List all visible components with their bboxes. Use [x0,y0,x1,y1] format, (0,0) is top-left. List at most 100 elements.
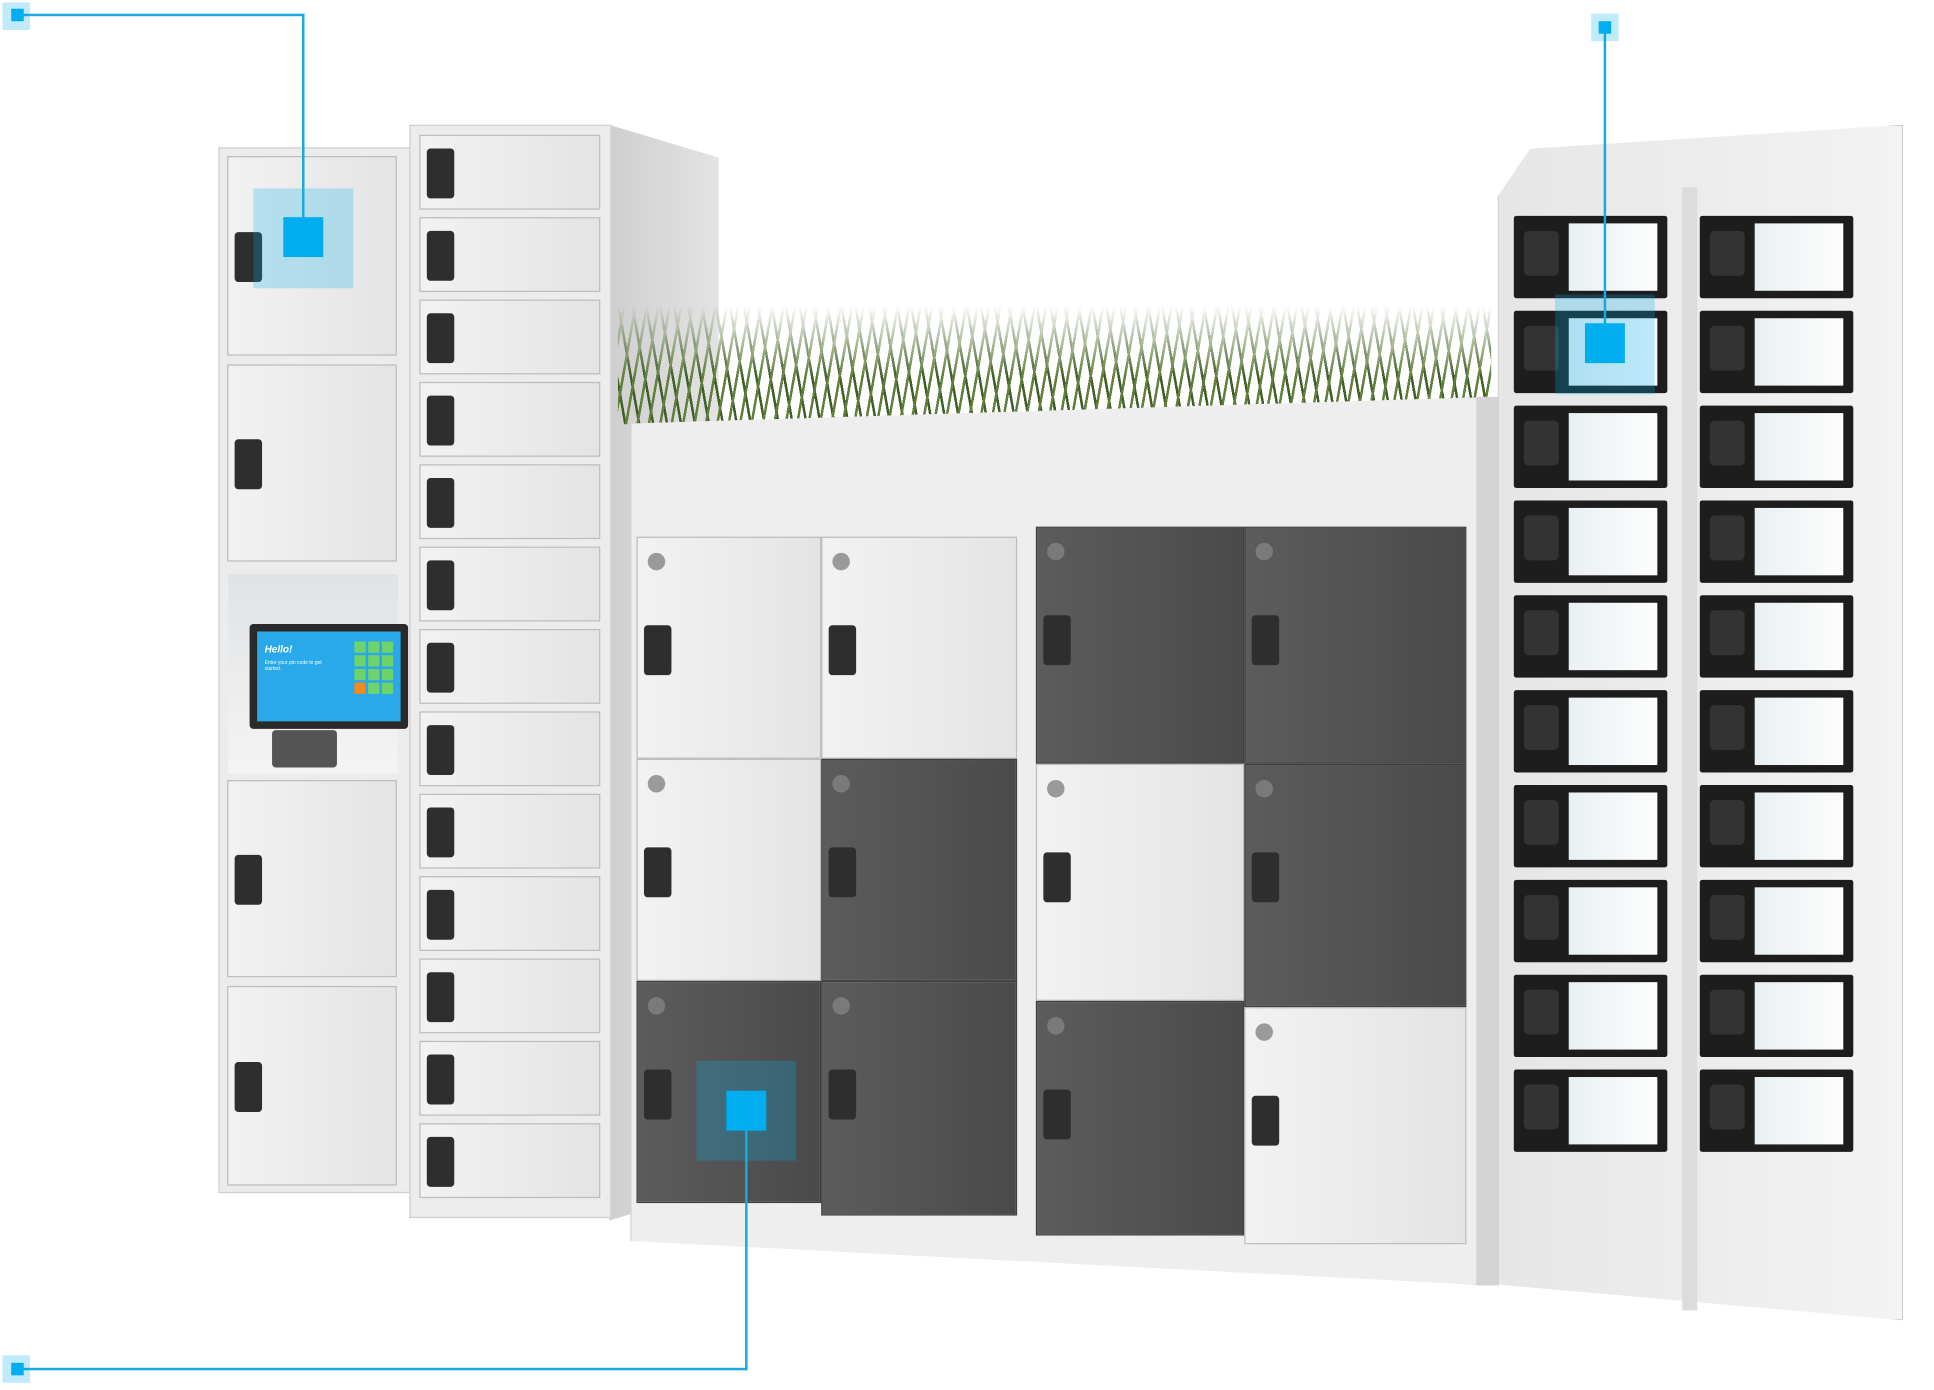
card-reader-icon [1709,989,1745,1035]
locker-door[interactable] [1035,526,1245,764]
card-reader-icon [1523,420,1559,466]
charging-compartment[interactable] [1513,879,1668,963]
keypad-lock-icon [1251,1095,1280,1146]
charging-compartment[interactable] [1699,784,1854,868]
indicator-light-icon [1047,542,1065,561]
keypad-lock-icon [643,847,672,898]
indicator-light-icon [1255,1023,1273,1041]
locker-door[interactable] [419,628,601,704]
locker-door[interactable] [227,364,397,562]
keypad-lock-icon [426,477,455,528]
charging-compartment[interactable] [1513,974,1668,1058]
callout-1-marker[interactable] [283,217,324,258]
charging-compartment[interactable] [1699,974,1854,1058]
card-reader-icon [1523,515,1559,561]
locker-door[interactable] [419,711,601,787]
locker-door[interactable] [227,780,397,978]
kiosk-screen[interactable]: Hello! Enter your pin code to get starte… [249,624,409,729]
keypad-lock-icon [643,625,672,676]
locker-door[interactable] [419,546,601,622]
locker-door[interactable] [419,464,601,540]
keypad-lock-icon [426,1054,455,1105]
locker-door[interactable] [1035,763,1245,1001]
compartment-window [1568,413,1658,481]
card-reader-icon [1523,610,1559,656]
keypad-lock-icon [426,230,455,281]
card-reader-icon [1709,799,1745,845]
locker-door[interactable] [1244,763,1467,1008]
callout-2-marker[interactable] [1584,323,1625,364]
charging-compartment[interactable] [1699,595,1854,678]
keypad-lock-icon [1251,852,1280,903]
kiosk-keypad[interactable] [354,641,394,694]
charging-compartment[interactable] [1513,595,1668,678]
charging-compartment[interactable] [1699,405,1854,488]
compartment-window [1754,507,1844,576]
right-tower-divider [1682,187,1698,1311]
callout-3-marker[interactable] [726,1090,767,1131]
charging-compartment[interactable] [1513,1069,1668,1152]
card-reader-icon [1709,705,1745,751]
charging-compartment[interactable] [1513,405,1668,488]
indicator-light-icon [1047,780,1065,798]
compartment-window [1754,413,1844,481]
keypad-lock-icon [426,560,455,611]
locker-door[interactable] [419,876,601,951]
callout-3-anchor-dot [11,1362,24,1376]
locker-door[interactable] [821,536,1018,759]
locker-door[interactable] [419,217,601,293]
card-reader-icon [1709,420,1745,466]
charging-compartment[interactable] [1699,879,1854,963]
charging-compartment[interactable] [1699,215,1854,299]
keypad-lock-icon [828,1069,857,1120]
keypad-lock-icon [1043,615,1071,666]
callout-3-line [17,1367,748,1371]
compartment-window [1754,318,1844,386]
charging-compartment[interactable] [1513,690,1668,773]
indicator-light-icon [832,552,850,571]
callout-2-anchor-dot [1598,21,1612,34]
indicator-light-icon [1255,780,1273,798]
card-reader-icon [1523,894,1559,940]
locker-door[interactable] [636,758,822,981]
keypad-lock-icon [234,439,263,490]
indicator-light-icon [647,997,666,1015]
locker-door[interactable] [419,1040,601,1116]
keypad-lock-icon [426,313,455,364]
indicator-light-icon [832,997,850,1015]
charging-compartment[interactable] [1699,690,1854,773]
locker-door[interactable] [227,985,397,1186]
keypad-lock-icon [426,642,455,693]
charging-compartment[interactable] [1513,784,1668,868]
locker-door[interactable] [419,134,601,210]
kiosk-greeting: Hello! [264,643,293,656]
locker-door[interactable] [419,1123,601,1199]
locker-door[interactable] [1244,526,1467,764]
locker-door[interactable] [419,793,601,869]
kiosk-prompt: Enter your pin code to get started. [264,658,322,672]
locker-door[interactable] [636,536,822,759]
card-reader-icon [1523,230,1559,276]
charging-compartment[interactable] [1699,310,1854,394]
keypad-lock-icon [234,1062,263,1112]
charging-compartment[interactable] [1699,500,1854,583]
locker-door[interactable] [1035,1000,1245,1236]
keypad-lock-icon [643,1069,672,1120]
locker-door[interactable] [821,980,1018,1216]
callout-1-anchor-dot [11,8,24,22]
locker-door[interactable] [419,958,601,1034]
keypad-lock-icon [426,1136,455,1187]
compartment-window [1754,792,1844,860]
locker-door[interactable] [419,381,601,457]
keypad-lock-icon [234,854,263,905]
locker-door[interactable] [821,758,1018,981]
compartment-window [1568,887,1658,955]
charging-compartment[interactable] [1513,215,1668,299]
card-reader-icon [1709,894,1745,940]
card-reader-icon [1523,989,1559,1035]
charging-compartment[interactable] [1513,500,1668,583]
locker-door[interactable] [419,299,601,375]
locker-door[interactable] [1244,1007,1467,1245]
compartment-window [1568,507,1658,576]
charging-compartment[interactable] [1699,1069,1854,1152]
